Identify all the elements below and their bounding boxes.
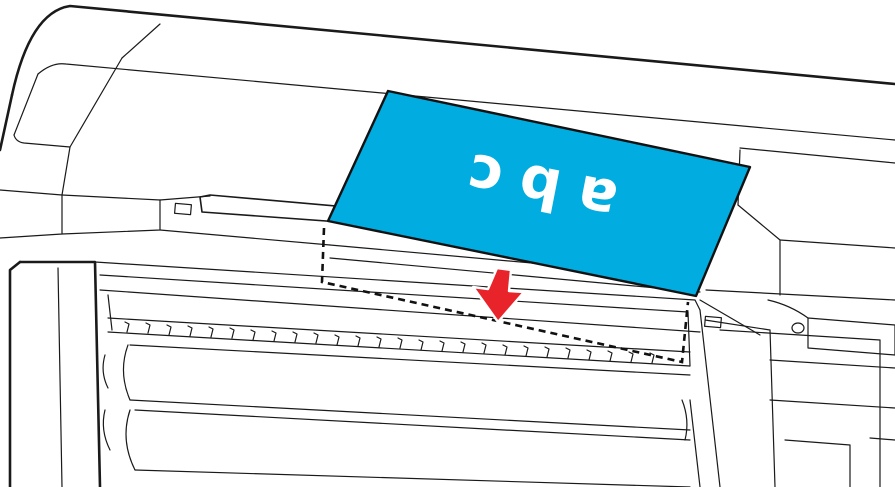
paper-sheet: abc — [328, 91, 750, 296]
paper-guide-rail — [108, 295, 690, 366]
down-arrow-icon — [473, 268, 524, 322]
guide-tooth-pattern — [125, 322, 654, 363]
front-cover-opening — [10, 262, 880, 487]
platen-roller — [103, 345, 700, 487]
